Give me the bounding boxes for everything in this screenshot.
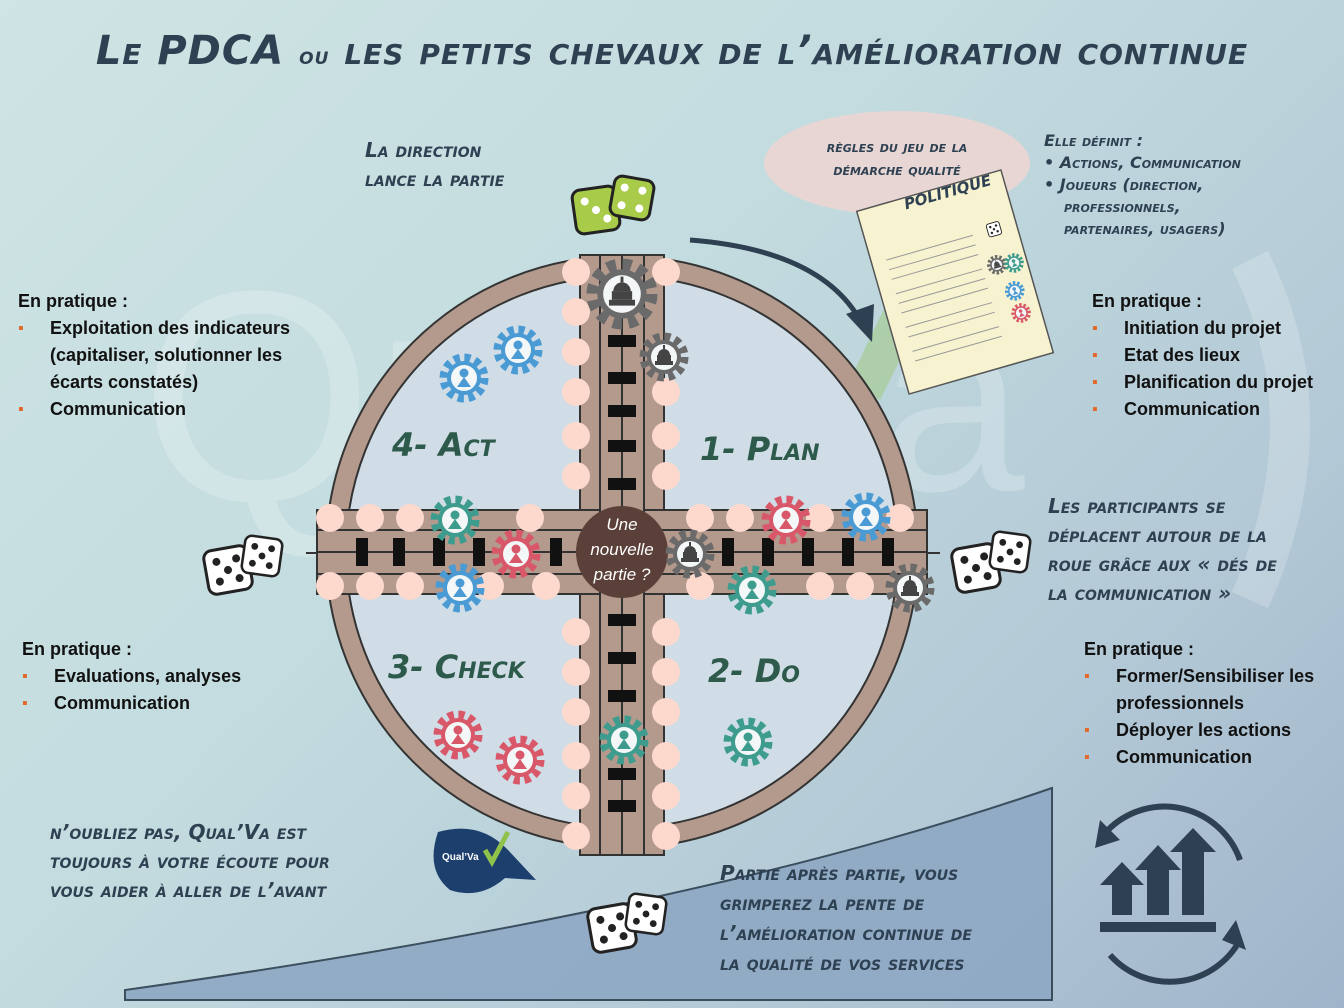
participants-text: Les participants se déplacent autour de … <box>1048 494 1277 605</box>
center-circle <box>576 506 668 598</box>
qualva-logo <box>433 828 536 894</box>
direction-text: La direction lance la partie <box>365 138 505 191</box>
reminder-text: n’oubliez pas, Qual’Va est toujours à vo… <box>50 820 330 902</box>
dice-icon <box>201 174 1033 955</box>
curved-arrow-icon <box>689 237 863 322</box>
quadrant-do: 2- Do <box>708 652 800 690</box>
quadrant-act: 4- Act <box>392 426 495 464</box>
qualva-logo-text: Qual’Va <box>442 852 479 863</box>
practice-do: En pratique : Former/Sensibiliser lespro… <box>1084 636 1314 771</box>
page-title: Le PDCA ou les petits chevaux de l’améli… <box>95 28 1249 74</box>
definit-text: Elle définit : • Actions, Communication … <box>1044 131 1241 238</box>
practice-act: En pratique : Exploitation des indicateu… <box>18 288 290 423</box>
practice-plan: En pratique : Initiation du projet Etat … <box>1092 288 1313 423</box>
improvement-slope <box>124 786 1053 1001</box>
quadrant-plan: 1- Plan <box>700 430 820 468</box>
practice-check: En pratique : Evaluations, analyses Comm… <box>22 636 241 717</box>
improvement-arrows-icon <box>1095 803 1246 985</box>
rules-text: règles du jeu de la démarche qualité <box>826 137 968 179</box>
track-slots <box>356 335 894 812</box>
slope-text: Partie après partie, vous grimperez la p… <box>720 861 972 975</box>
quadrant-check: 3- Check <box>388 648 525 686</box>
politique-document <box>855 169 1055 395</box>
center-text: Une nouvelle partie ? <box>590 515 654 584</box>
